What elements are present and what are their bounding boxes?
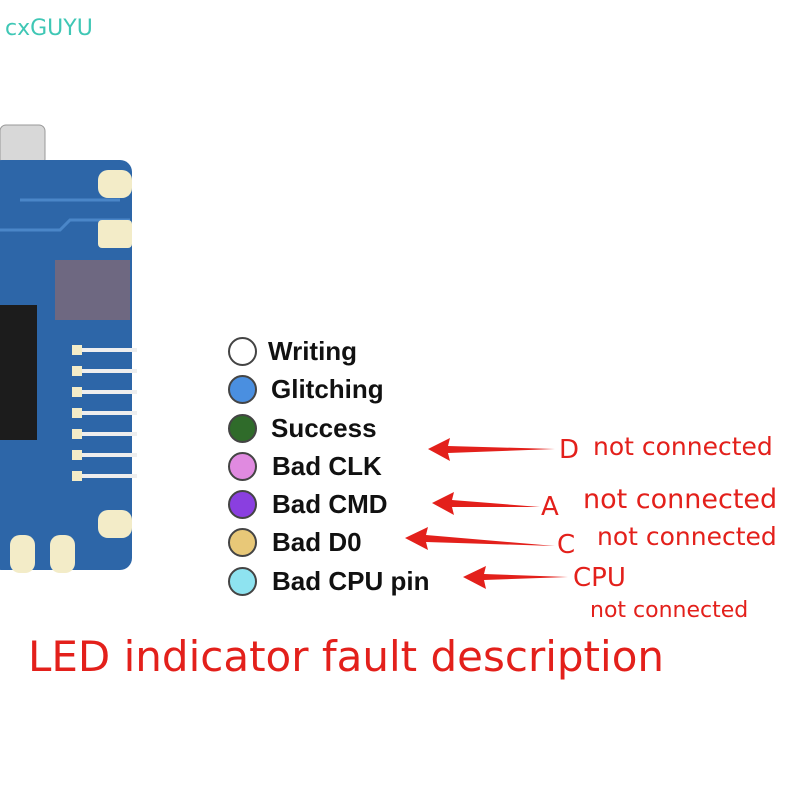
arrow-left-icon: [405, 527, 555, 550]
arrow-left-icon: [463, 566, 568, 589]
led-green-icon: [228, 414, 257, 443]
legend-label: Bad D0: [272, 527, 362, 557]
header-pins: [72, 345, 137, 481]
annotation-letter: CPU: [573, 563, 626, 593]
pcb-board-image: [0, 124, 137, 573]
legend-label: Bad CMD: [272, 489, 388, 519]
legend-label: Glitching: [271, 374, 384, 404]
legend-label: Bad CLK: [272, 451, 382, 481]
annotation-note: not connected: [597, 522, 777, 551]
diagram-title: LED indicator fault description: [28, 632, 665, 681]
annotation-letter: A: [541, 492, 559, 522]
arrow-left-icon: [432, 492, 540, 515]
led-cyan-icon: [228, 567, 257, 596]
castellated-pads: [10, 170, 132, 573]
annotation-note: not connected: [593, 432, 773, 461]
led-pink-icon: [228, 452, 257, 481]
led-white-icon: [228, 337, 257, 366]
chip: [0, 305, 37, 440]
annotation-letter: D: [559, 435, 580, 465]
pixelated-region: [55, 260, 130, 320]
annotation-note: not connected: [590, 598, 749, 623]
led-blue-icon: [228, 375, 257, 404]
annotation-letter: C: [557, 530, 576, 560]
led-purple-icon: [228, 490, 257, 519]
watermark: cxGUYU: [5, 16, 93, 41]
annotation-note: not connected: [583, 484, 778, 515]
led-yellow-icon: [228, 528, 257, 557]
legend-label: Bad CPU pin: [272, 566, 430, 596]
legend-label: Writing: [268, 336, 358, 366]
arrow-left-icon: [428, 438, 555, 461]
legend-label: Success: [271, 413, 377, 443]
